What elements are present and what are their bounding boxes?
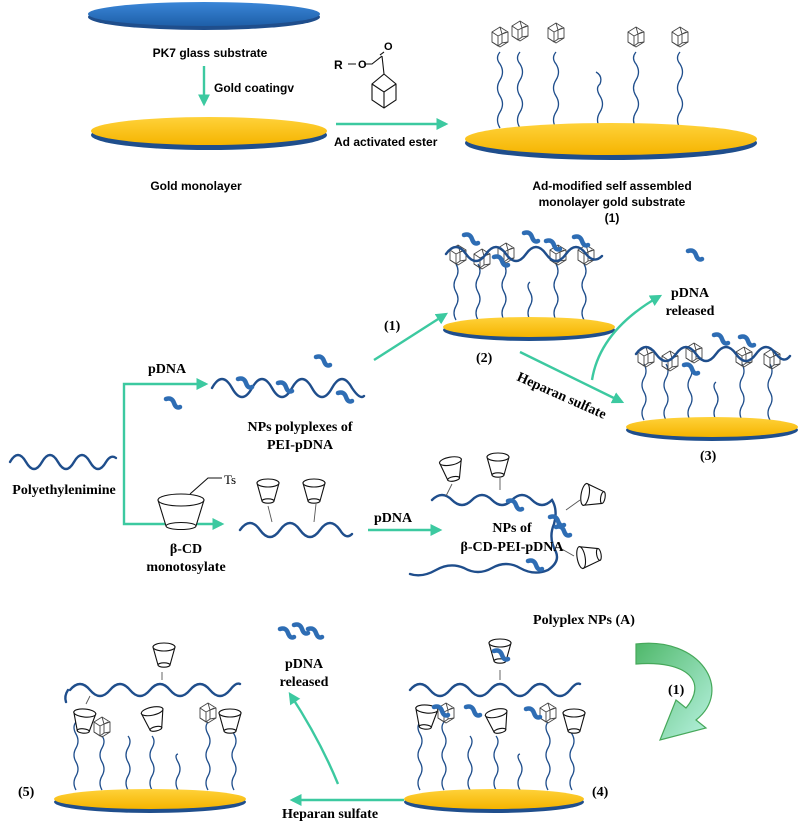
pei-pdna-polyplex [210,357,366,402]
ad-ester-label: Ad activated ester [334,135,438,149]
polyplex-a-label: Polyplex NPs (A) [533,613,635,628]
label-2: (2) [476,351,493,366]
ad-modified-label-2: monolayer gold substrate [539,195,686,209]
step-1-label-lower: (1) [668,683,685,698]
curved-step-arrow [635,642,713,741]
ad-modified-label-1: Ad-modified self assembled [532,179,691,193]
bcd-pei-pdna-nps [408,452,608,577]
r-group-label: R [334,58,343,72]
pk7-label: PK7 glass substrate [153,46,268,60]
ad-sam-substrate-1 [465,20,757,160]
bcd-label-1: β-CD [170,542,202,557]
nps-polyplex-label-1: NPs polyplexes of [248,420,353,435]
bcd-label-2: monotosylate [146,560,225,575]
gold-monolayer-disc [91,117,327,150]
substrate-5 [54,642,246,813]
label-5: (5) [18,785,35,800]
svg-text:O: O [384,41,393,53]
substrate-2 [443,233,615,341]
substrate-3 [626,335,798,441]
polyethylenimine-label: Polyethylenimine [12,483,115,498]
pdna-released-b-1: pDNA [285,657,324,672]
svg-text:O: O [358,59,367,71]
pk7-glass-disc [88,2,320,30]
pdna-released-a-1: pDNA [671,286,710,301]
ad-ester-structure: R O O [334,41,397,109]
gold-monolayer-label: Gold monolayer [150,179,242,193]
bcd-monotosylate-structure: Ts [157,472,236,531]
pdna-released-b-2: released [280,675,329,690]
ts-label: Ts [224,472,236,487]
step-1-label-upper: (1) [384,319,401,334]
bcd-pei-label: β-CD-PEI-pDNA [460,540,564,555]
pdna-top-label: pDNA [148,362,187,377]
heparan-label-lower: Heparan sulfate [282,807,378,821]
label-4: (4) [592,785,609,800]
pdna-released-a-2: released [666,304,715,319]
release-arrow-lower [288,691,340,785]
heparan-label-upper: Heparan sulfate [514,370,608,423]
step-1-arrow-upper [373,312,449,362]
substrate-1-label: (1) [605,211,620,225]
nps-of-label: NPs of [492,521,532,536]
pdna-mid-label: pDNA [374,511,413,526]
pei-chain [8,453,118,471]
label-3: (3) [700,449,717,464]
heparan-arrow-upper [519,350,625,404]
branch-arrow-upper [122,378,209,464]
release-arrow-upper [590,294,663,381]
gold-coating-label: Gold coatingv [214,81,294,95]
cd-grafted-pei [238,478,354,539]
nps-polyplex-label-2: PEI-pDNA [267,438,334,453]
substrate-4 [404,638,586,813]
